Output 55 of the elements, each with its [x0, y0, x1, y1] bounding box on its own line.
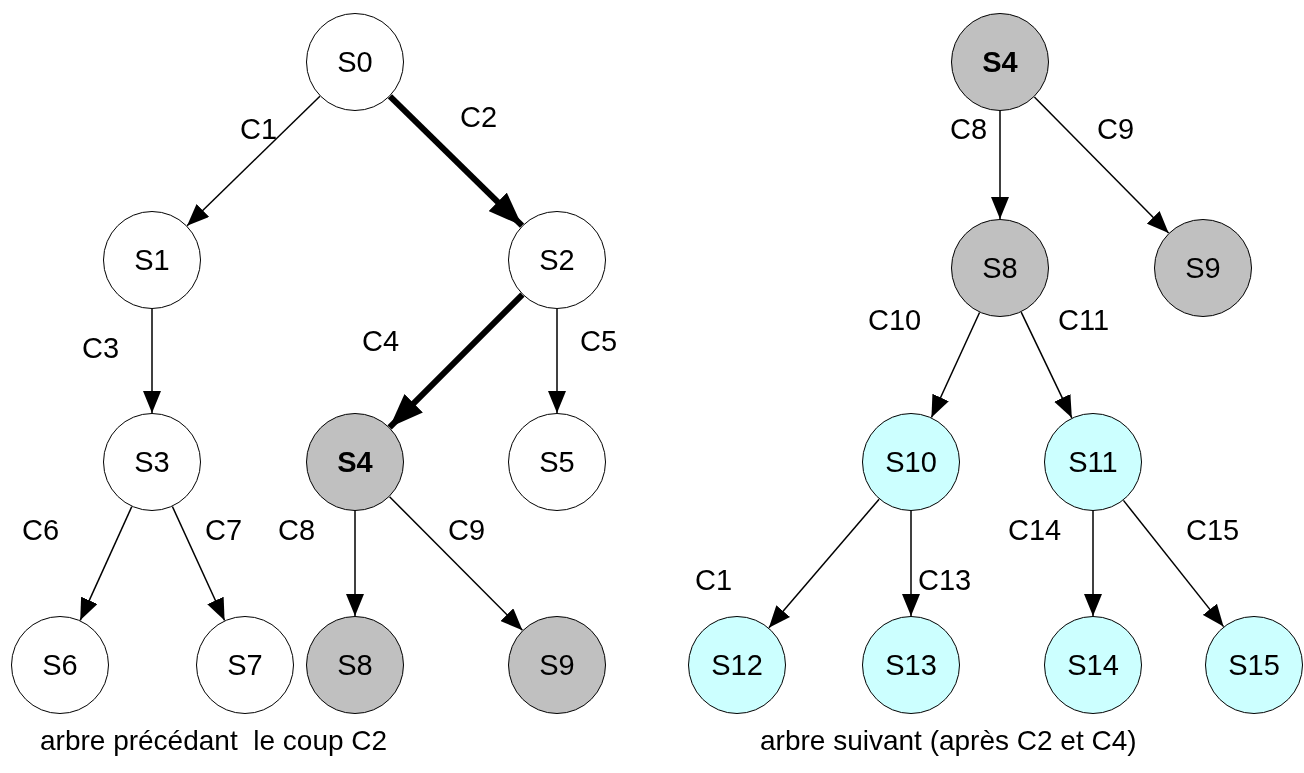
state-label: S14	[1067, 648, 1119, 682]
edge-label: C9	[1097, 115, 1135, 144]
edge-label: C8	[278, 516, 316, 545]
state-label: S1	[134, 243, 170, 277]
arrow	[387, 292, 525, 430]
edge-label: C10	[868, 306, 922, 335]
edge-label: C2	[460, 103, 498, 132]
state-label: S9	[1185, 251, 1221, 285]
edge-label: C5	[580, 327, 618, 356]
state-label: S13	[885, 648, 937, 682]
state-label: S3	[134, 445, 170, 479]
arrow	[1033, 96, 1170, 234]
arrow	[387, 94, 525, 228]
arrow	[79, 505, 133, 622]
state-label: S15	[1228, 648, 1280, 682]
edge-label: C8	[950, 115, 988, 144]
tree-caption: arbre précédant le coup C2	[40, 727, 388, 755]
arrow	[186, 95, 321, 227]
edge-label: C1	[240, 115, 278, 144]
state-label: S7	[227, 648, 263, 682]
state-label: S4	[337, 445, 373, 479]
state-label: S9	[539, 648, 575, 682]
arrow	[902, 510, 920, 617]
arrow	[143, 308, 161, 414]
state-label: S5	[539, 445, 575, 479]
edge-label: C4	[362, 327, 400, 356]
state-label: S11	[1068, 445, 1118, 479]
edge-label: C7	[205, 516, 243, 545]
state-label: S12	[711, 648, 763, 682]
edge-label: C14	[1008, 516, 1062, 545]
state-label: S8	[982, 251, 1018, 285]
state-label: S6	[42, 648, 78, 682]
arrow	[388, 496, 524, 631]
arrow	[768, 498, 880, 629]
arrow	[1122, 499, 1225, 628]
state-label: S0	[337, 45, 373, 79]
state-label: S10	[885, 445, 937, 479]
arrow	[346, 510, 364, 617]
edge-label: C11	[1058, 306, 1110, 335]
arrow	[930, 311, 981, 419]
arrow	[171, 505, 226, 622]
edge-label: C9	[448, 516, 486, 545]
state-label: S2	[539, 243, 575, 277]
arrow	[1084, 510, 1102, 617]
edge-label: C15	[1186, 516, 1240, 545]
tree-caption: arbre suivant (après C2 et C4)	[760, 727, 1137, 755]
arrow	[991, 110, 1009, 220]
edge-label: C3	[82, 334, 120, 363]
arrow	[548, 308, 566, 414]
state-label: S4	[982, 45, 1018, 79]
edge-label: C1	[695, 566, 733, 595]
edge-label: C6	[22, 516, 60, 545]
state-label: S8	[337, 648, 373, 682]
edge-label: C13	[918, 566, 972, 595]
arrow	[1020, 311, 1073, 419]
